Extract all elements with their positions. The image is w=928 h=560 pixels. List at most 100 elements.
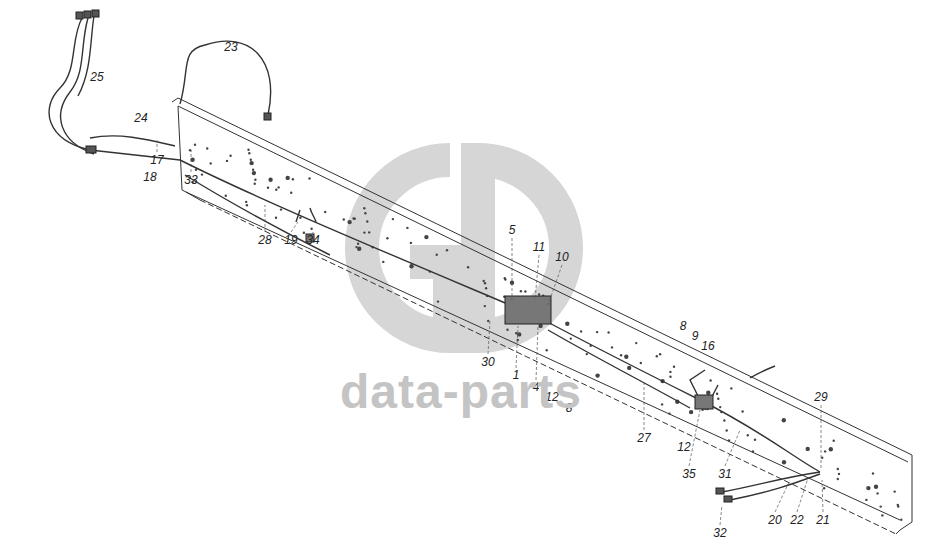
frame-hole <box>226 160 228 162</box>
frame-hole <box>586 353 588 355</box>
frame-hole <box>290 192 292 194</box>
callout-number: 20 <box>768 514 781 526</box>
frame-hole <box>484 305 486 307</box>
watermark: data-parts <box>340 368 582 416</box>
frame-hole <box>837 468 839 470</box>
callout-number: 25 <box>90 71 103 83</box>
frame-hole <box>392 218 394 220</box>
frame-hole <box>410 242 412 244</box>
frame-hole <box>210 162 212 164</box>
frame-hole <box>343 218 345 220</box>
frame-hole <box>620 354 622 356</box>
frame-hole <box>656 355 658 357</box>
callout-number: 12 <box>677 441 690 453</box>
frame-hole <box>838 473 840 475</box>
callout-number: 10 <box>555 251 568 263</box>
frame-hole <box>741 410 743 412</box>
frame-hole <box>829 447 833 451</box>
frame-hole <box>363 231 365 233</box>
frame-hole <box>249 161 253 165</box>
frame-hole <box>504 277 506 279</box>
frame-hole <box>382 261 384 263</box>
frame-hole <box>821 457 823 459</box>
frame-hole <box>635 342 637 344</box>
frame-hole <box>324 211 326 213</box>
frame-hole <box>661 403 663 405</box>
frame-hole <box>880 505 882 507</box>
frame-hole <box>706 391 710 395</box>
frame-hole <box>730 387 732 389</box>
frame-hole <box>538 293 540 295</box>
frame-hole <box>247 149 249 151</box>
frame-hole <box>894 490 896 492</box>
frame-hole <box>900 519 902 521</box>
callout-number: 19 <box>284 234 297 246</box>
frame-hole <box>484 282 486 284</box>
frame-hole <box>446 249 448 251</box>
frame-hole <box>280 208 282 210</box>
callout-number: 29 <box>814 391 827 403</box>
frame-hole <box>299 217 301 219</box>
frame-hole <box>524 290 526 292</box>
callout-number: 23 <box>224 41 237 53</box>
frame-hole <box>546 349 548 351</box>
frame-hole <box>570 337 572 339</box>
frame-hole <box>717 398 719 400</box>
frame-hole <box>364 212 366 214</box>
frame-hole <box>719 406 721 408</box>
frame-hole <box>668 412 670 414</box>
frame-hole <box>424 235 428 239</box>
frame-hole <box>874 485 878 489</box>
frame-hole <box>709 379 711 381</box>
frame-hole <box>640 362 642 364</box>
frame-hole <box>194 144 196 146</box>
frame-hole <box>866 486 870 490</box>
frame-hole <box>352 217 354 219</box>
frame-hole <box>833 440 835 442</box>
frame-hole <box>275 217 277 219</box>
frame-hole <box>837 478 839 480</box>
frame-hole <box>627 366 631 370</box>
frame-hole <box>275 189 277 191</box>
frame-hole <box>669 376 671 378</box>
frame-hole <box>596 331 598 333</box>
frame-hole <box>406 227 408 229</box>
frame-hole <box>308 177 310 179</box>
frame-hole <box>659 353 661 355</box>
frame-hole <box>485 287 487 289</box>
frame-hole <box>752 450 754 452</box>
callout-number: 22 <box>790 514 803 526</box>
frame-hole <box>246 204 248 206</box>
frame-hole <box>252 171 256 175</box>
frame-hole <box>782 460 786 464</box>
callout-number: 24 <box>134 112 147 124</box>
frame-hole <box>872 472 874 474</box>
frame-hole <box>467 266 469 268</box>
frame-hole <box>277 186 279 188</box>
frame-hole <box>201 173 203 175</box>
frame-hole <box>876 492 878 494</box>
frame-hole <box>747 434 749 436</box>
frame-hole <box>726 429 728 431</box>
frame-hole <box>366 220 368 222</box>
frame-hole <box>254 183 256 185</box>
frame-hole <box>897 505 899 507</box>
frame-hole <box>347 220 351 224</box>
frame-hole <box>245 201 247 203</box>
frame-hole <box>881 514 883 516</box>
frame-hole <box>723 419 725 421</box>
callout-number: 11 <box>533 241 545 253</box>
callout-number: 21 <box>816 514 829 526</box>
callout-number: 17 <box>150 154 163 166</box>
frame-hole <box>611 346 613 348</box>
frame-hole <box>254 179 256 181</box>
frame-hole <box>806 447 810 451</box>
frame-hole <box>436 254 438 256</box>
frame-hole <box>673 366 675 368</box>
frame-hole <box>506 329 508 331</box>
frame-hole <box>689 410 693 414</box>
callout-number: 8 <box>680 320 687 332</box>
